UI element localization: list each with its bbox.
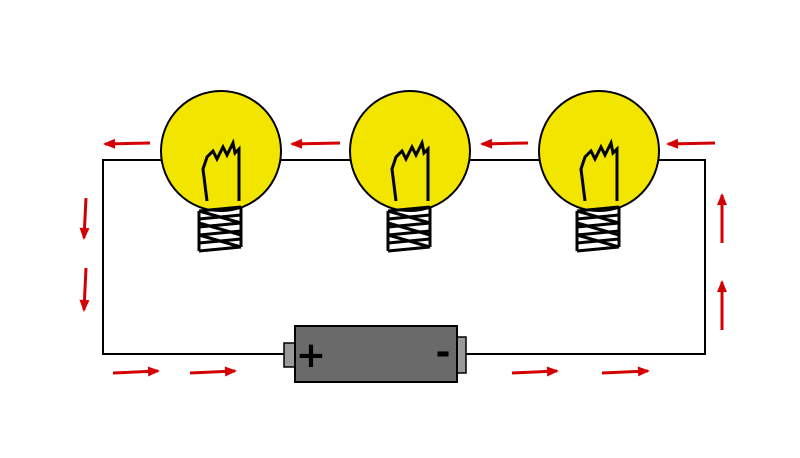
battery-positive-symbol: + (296, 335, 326, 376)
right-wire (466, 159, 706, 355)
current-arrow-head (717, 193, 727, 205)
battery: + - (283, 325, 467, 383)
circuit-wires (102, 159, 706, 355)
current-arrow-head (546, 366, 559, 377)
current-arrow-head (637, 366, 650, 377)
current-direction-arrows (79, 138, 727, 377)
light-bulb-3 (537, 89, 661, 253)
current-arrow-head (290, 138, 303, 149)
current-arrow-head (666, 138, 679, 149)
battery-body (294, 325, 458, 383)
current-arrow-head (103, 138, 116, 149)
light-bulb-1 (159, 89, 283, 253)
battery-negative-symbol: - (436, 332, 451, 373)
current-arrow-head (224, 366, 237, 377)
light-bulb-2 (348, 89, 472, 253)
current-arrow-head (717, 280, 727, 292)
current-arrow-head (480, 138, 493, 149)
left-wire (102, 159, 285, 355)
current-arrow-head (79, 227, 90, 240)
current-arrow-head (147, 366, 160, 377)
current-arrow-head (79, 299, 90, 312)
